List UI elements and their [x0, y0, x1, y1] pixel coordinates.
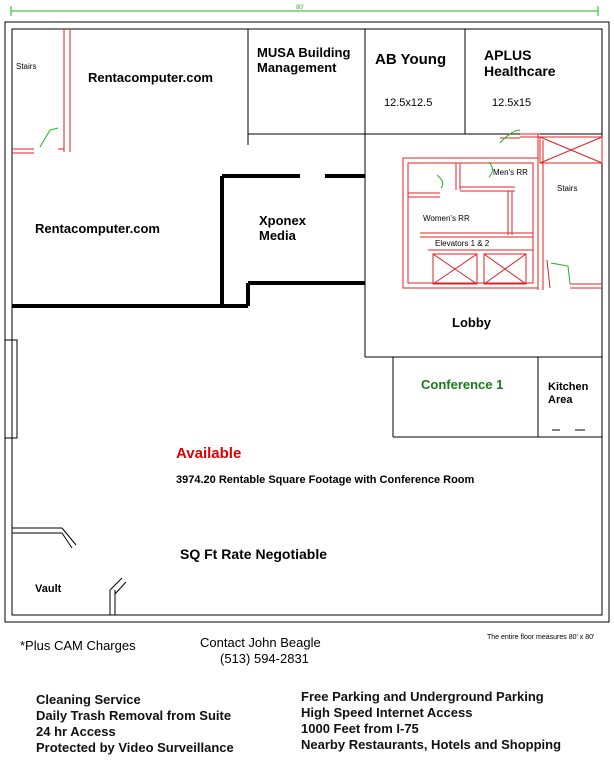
xponex-label-line2: Media: [259, 227, 296, 243]
kitchen-label-line1: Kitchen: [548, 381, 589, 393]
amenity-item: High Speed Internet Access: [301, 705, 473, 720]
musa-label: MUSA Building Management: [257, 45, 351, 76]
musa-label-line2: Management: [257, 59, 337, 75]
interior-walls: [247, 29, 602, 438]
stairs-left-walls: [12, 29, 71, 154]
dimension-line: [10, 6, 599, 16]
amenities-left: Cleaning Service Daily Trash Removal fro…: [36, 692, 234, 756]
lobby-label: Lobby: [452, 315, 491, 330]
aplus-label-line2: Healthcare: [484, 63, 556, 80]
rate-label: SQ Ft Rate Negotiable: [180, 546, 328, 562]
aplus-label: APLUS Healthcare: [484, 47, 556, 79]
outer-wall: [4, 21, 610, 623]
xponex-label: Xponex Media: [259, 213, 306, 244]
contact-phone: (513) 594-2831: [220, 651, 309, 666]
womens-rr-label: Women's RR: [423, 214, 470, 223]
ab-young-size: 12.5x12.5: [384, 97, 433, 109]
vault-walls: [12, 527, 127, 615]
door-swing-stairs: [39, 127, 59, 148]
amenities-right: Free Parking and Underground Parking Hig…: [301, 689, 561, 753]
floor-plan: 80': [4, 5, 610, 623]
stairs-right-label: Stairs: [557, 184, 578, 193]
elevators-label: Elevators 1 & 2: [435, 239, 490, 248]
kitchen-label-line2: Area: [548, 393, 573, 406]
floor-measure-note: The entire floor measures 80' x 80': [487, 634, 595, 641]
core-door-swings: [436, 129, 571, 285]
amenity-item: Nearby Restaurants, Hotels and Shopping: [301, 737, 562, 752]
musa-label-line1: MUSA Building: [257, 45, 351, 60]
stairs-left-label: Stairs: [16, 62, 37, 71]
aplus-label-line1: APLUS: [484, 47, 532, 63]
left-window: [4, 339, 18, 439]
available-label: Available: [176, 445, 242, 462]
contact-name: Contact John Beagle: [200, 635, 321, 650]
ab-young-label: AB Young: [375, 51, 447, 68]
rentacomputer-mid-label: Rentacomputer.com: [35, 221, 160, 236]
building-core: [402, 133, 603, 290]
mens-rr-label: Men's RR: [493, 168, 528, 177]
amenity-item: Free Parking and Underground Parking: [301, 689, 544, 704]
amenity-item: Protected by Video Surveillance: [36, 740, 234, 755]
dimension-label: 80': [296, 5, 304, 11]
rentacomputer-top-label: Rentacomputer.com: [88, 70, 213, 85]
kitchen-label: Kitchen Area: [548, 381, 588, 406]
square-footage-label: 3974.20 Rentable Square Footage with Con…: [176, 474, 475, 486]
cam-charges: *Plus CAM Charges: [20, 638, 136, 653]
vault-label: Vault: [35, 583, 62, 595]
amenity-item: Daily Trash Removal from Suite: [36, 708, 232, 723]
amenity-item: 24 hr Access: [36, 724, 116, 739]
amenity-item: 1000 Feet from I-75: [301, 721, 419, 736]
amenity-item: Cleaning Service: [36, 692, 141, 707]
aplus-size: 12.5x15: [492, 97, 532, 109]
conference-label: Conference 1: [421, 377, 504, 392]
xponex-label-line1: Xponex: [259, 213, 306, 228]
thick-walls: [12, 174, 365, 308]
